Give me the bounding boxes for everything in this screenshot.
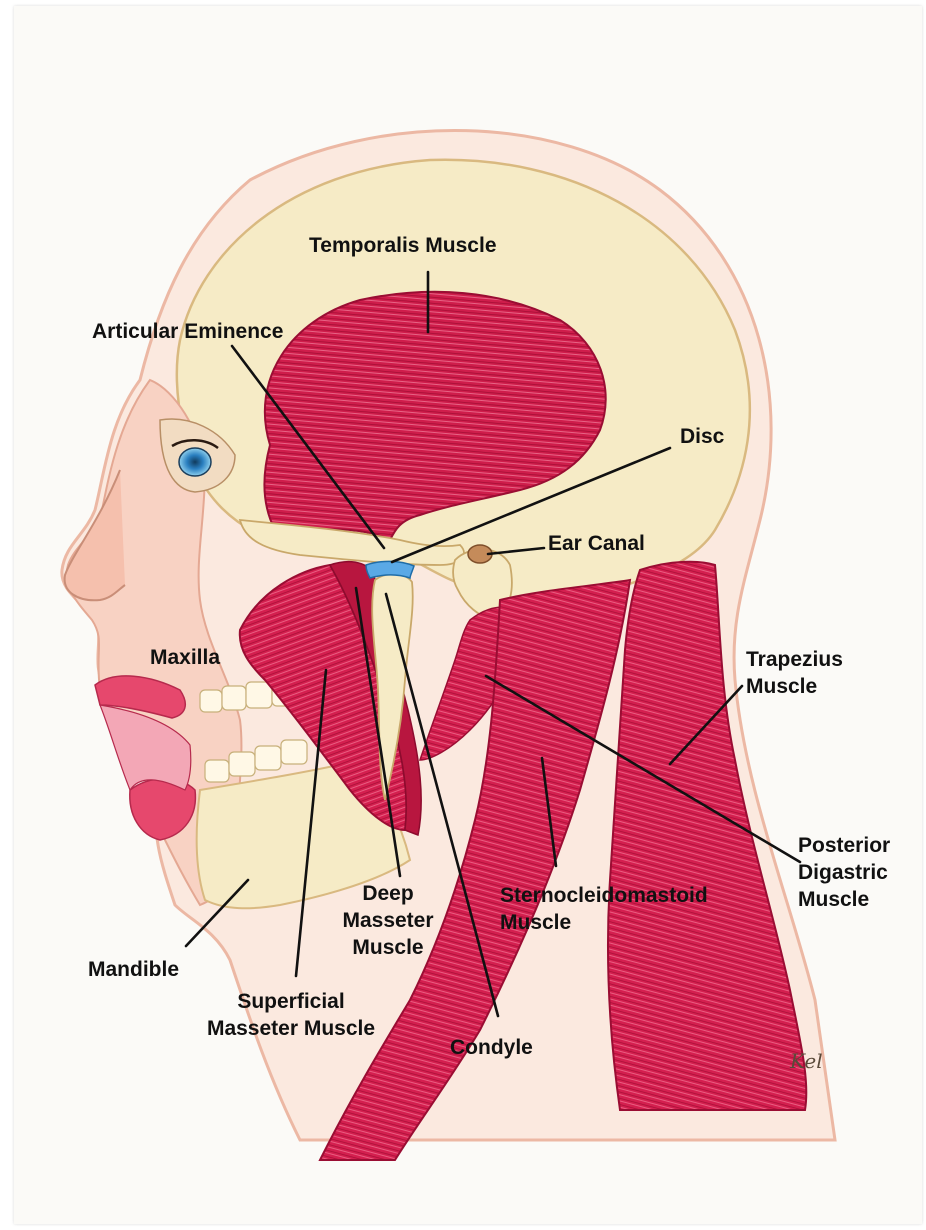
- label-sternocleidomastoid-line1: Sternocleidomastoid: [500, 882, 708, 909]
- label-articular-eminence: Articular Eminence: [92, 318, 283, 345]
- label-posterior-digastric-line1: Posterior: [798, 832, 890, 859]
- label-superficial-masseter-muscle: Superficial Masseter Muscle: [180, 988, 402, 1042]
- trapezius-muscle: [608, 562, 806, 1110]
- signature: Kel: [789, 1049, 823, 1073]
- label-superficial-masseter-line2: Masseter Muscle: [180, 1015, 402, 1042]
- label-posterior-digastric-line2: Digastric: [798, 859, 890, 886]
- label-deep-masseter-line1: Deep: [326, 880, 450, 907]
- label-mandible: Mandible: [88, 956, 179, 983]
- label-trapezius-muscle: Trapezius Muscle: [746, 646, 843, 700]
- eye-icon: [179, 448, 211, 476]
- label-deep-masseter-line2: Masseter: [326, 907, 450, 934]
- label-sternocleidomastoid-muscle: Sternocleidomastoid Muscle: [500, 882, 708, 936]
- nose: [65, 470, 125, 600]
- label-maxilla: Maxilla: [150, 644, 220, 671]
- label-disc: Disc: [680, 423, 724, 450]
- label-posterior-digastric-line3: Muscle: [798, 886, 890, 913]
- label-trapezius-line1: Trapezius: [746, 646, 843, 673]
- label-superficial-masseter-line1: Superficial: [180, 988, 402, 1015]
- label-condyle: Condyle: [450, 1034, 533, 1061]
- label-deep-masseter-line3: Muscle: [326, 934, 450, 961]
- label-temporalis-muscle: Temporalis Muscle: [309, 232, 497, 259]
- disc-shape: [366, 561, 414, 578]
- label-sternocleidomastoid-line2: Muscle: [500, 909, 708, 936]
- label-posterior-digastric-muscle: Posterior Digastric Muscle: [798, 832, 890, 913]
- label-ear-canal: Ear Canal: [548, 530, 645, 557]
- label-trapezius-line2: Muscle: [746, 673, 843, 700]
- label-deep-masseter-muscle: Deep Masseter Muscle: [326, 880, 450, 961]
